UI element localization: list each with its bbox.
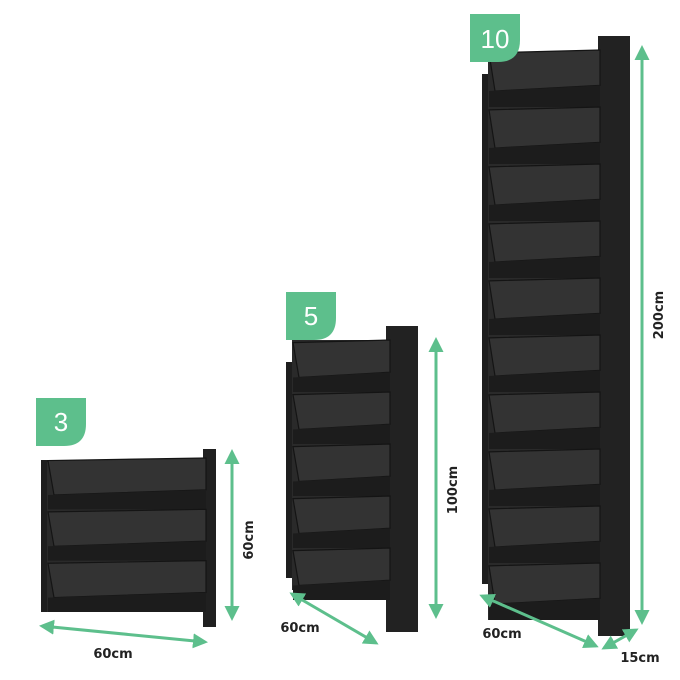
height-label-3: 60cm [242,520,257,559]
pocket-lip [293,528,390,548]
badge-10-label: 10 [481,24,510,54]
pocket-lip [489,199,600,221]
pocket [292,443,391,483]
pocket-lip [489,484,600,506]
pocket [488,505,601,548]
pocket-lip [48,541,206,561]
pocket [488,220,601,263]
planter-10-unit [482,36,630,636]
pocket [47,560,207,599]
pocket [292,495,391,535]
pocket-lip [489,370,600,392]
pocket-lip [48,489,206,510]
depth-label-10: 15cm [620,651,659,666]
height-label-5: 100cm [446,466,461,514]
width-arrow-3 [39,619,208,649]
badge-5-label: 5 [304,301,318,331]
pocket [488,448,601,491]
planter-3-pockets [47,457,207,612]
planter-3-group: 3 60cm 60cm [36,398,257,662]
planter-5-group: 5 60cm 100cm [280,292,461,645]
pocket [47,508,207,547]
pocket-lip [489,541,600,563]
badge-3-label: 3 [54,407,68,437]
depth-arrow-10 [601,628,639,650]
planter-5-unit [286,326,418,632]
pocket-lip [489,256,600,278]
pocket [488,277,601,320]
pocket [488,106,601,149]
planter-3-unit [41,449,216,627]
pocket-lip [489,313,600,335]
badge-3: 3 [36,398,86,446]
pocket-lip [293,476,390,496]
badge-5: 5 [286,292,336,340]
pocket-lip [489,427,600,449]
pocket [292,391,391,431]
pocket-lip [293,424,390,444]
width-arrow-5 [289,592,379,645]
width-label-3: 60cm [93,647,132,662]
pocket-lip [293,372,390,392]
planter-10-pockets [488,49,601,620]
pocket [488,334,601,377]
pocket [488,391,601,434]
pocket [292,339,391,379]
planter-5-pockets [292,339,391,600]
pocket-lip [48,592,206,612]
pocket [488,163,601,206]
pocket-lip [489,85,600,107]
pocket [292,547,391,587]
width-arrow-10 [479,593,599,649]
pocket [47,457,207,496]
width-label-5: 60cm [280,621,319,636]
height-label-10: 200cm [652,291,667,339]
pocket [488,562,601,605]
pocket-lip [489,142,600,164]
badge-10: 10 [470,14,520,62]
width-label-10: 60cm [482,627,521,642]
planter-10-group: 10 60cm 15cm 200cm [470,14,667,666]
